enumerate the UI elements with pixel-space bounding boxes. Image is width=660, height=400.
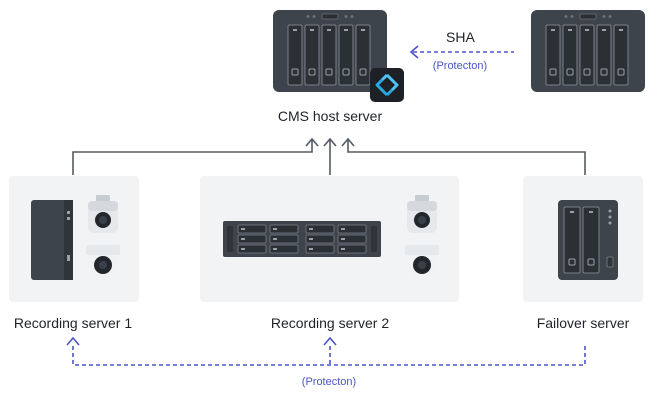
camera-icon — [405, 245, 439, 279]
recording-server-1-tower-icon — [31, 200, 73, 280]
failover-to-host-line — [347, 140, 586, 175]
failover-nas-icon — [558, 200, 618, 280]
camera-icon — [86, 245, 120, 279]
bottom-protection-label: (Protecton) — [301, 376, 357, 388]
recording-server-2-rack-icon — [223, 221, 381, 257]
sha-protection-label: (Protecton) — [432, 60, 488, 72]
bottom-arrowhead-left — [66, 336, 80, 346]
recording-server-2-label: Recording server 2 — [270, 315, 390, 331]
sha-nas-icon — [531, 10, 645, 92]
recording-server-1-label: Recording server 1 — [13, 315, 133, 331]
sha-arrowhead — [409, 45, 419, 59]
cms-logo-icon — [370, 68, 404, 102]
camera-icon — [88, 195, 118, 233]
rs1-arrowhead — [305, 137, 319, 147]
sha-label: SHA — [446, 29, 475, 45]
failover-arrowhead — [341, 137, 355, 147]
bottom-arrowhead-middle — [323, 336, 337, 346]
rs1-to-host-line — [72, 140, 313, 175]
recording-server-1-card — [9, 176, 139, 302]
failover-server-label: Failover server — [536, 315, 630, 331]
bottom-dashed-line — [72, 346, 586, 366]
rs2-arrowhead — [323, 137, 337, 147]
cms-host-label: CMS host server — [277, 108, 383, 124]
camera-icon — [407, 195, 437, 233]
cms-host-nas-icon — [273, 10, 387, 92]
